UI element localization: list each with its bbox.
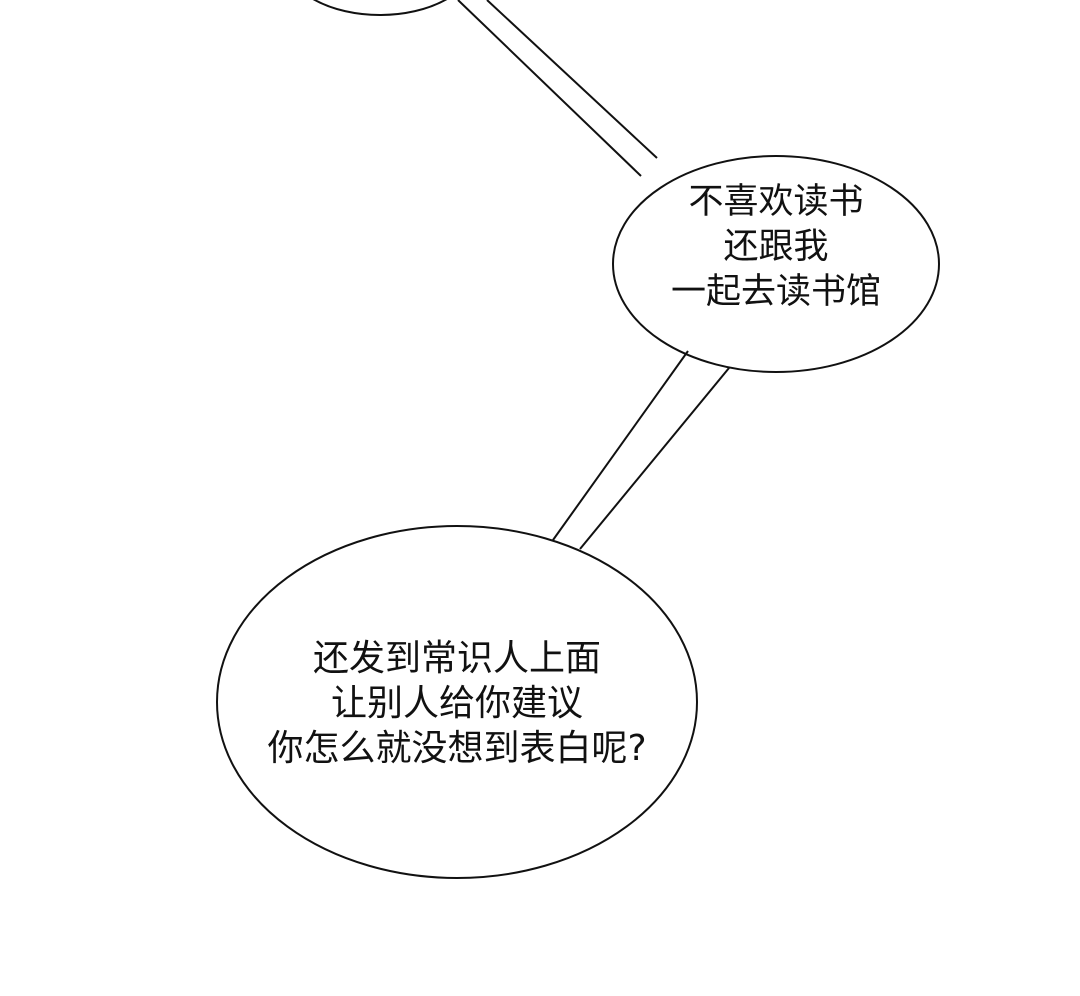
connector-line bbox=[486, 0, 658, 159]
bottom-bubble-text: 还发到常识人上面 让别人给你建议 你怎么就没想到表白呢? bbox=[267, 636, 646, 771]
middle-bubble-text: 不喜欢读书 还跟我 一起去读书馆 bbox=[671, 180, 881, 315]
dialogue-line: 还跟我 bbox=[723, 227, 829, 267]
dialogue-line: 不喜欢读书 bbox=[688, 182, 864, 222]
top-speech-bubble bbox=[312, 0, 448, 16]
bubble-connectors bbox=[457, 0, 730, 550]
connector-line bbox=[579, 367, 730, 550]
bottom-speech-bubble bbox=[216, 525, 698, 879]
dialogue-line: 让别人给你建议 bbox=[330, 683, 584, 724]
connector-line bbox=[552, 350, 689, 541]
dialogue-line: 还发到常识人上面 bbox=[312, 638, 602, 679]
dialogue-line: 一起去读书馆 bbox=[670, 272, 882, 312]
middle-speech-bubble bbox=[612, 155, 940, 373]
dialogue-line: 你怎么就没想到表白呢? bbox=[267, 728, 647, 769]
connector-line bbox=[457, 0, 642, 177]
